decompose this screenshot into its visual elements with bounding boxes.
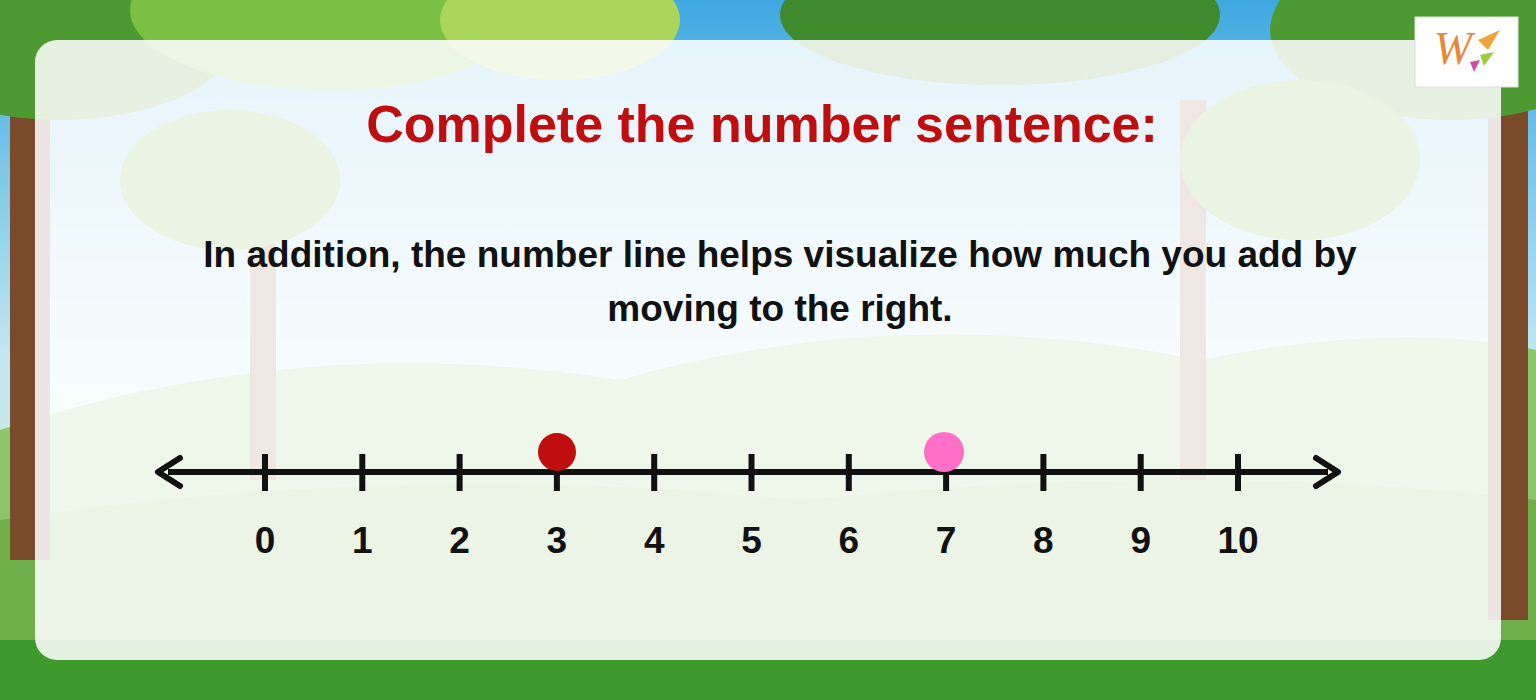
tick-label: 3 bbox=[512, 520, 602, 562]
tick-label: 10 bbox=[1193, 520, 1283, 562]
tick-label: 0 bbox=[220, 520, 310, 562]
title: Complete the number sentence: bbox=[100, 94, 1424, 154]
panel bbox=[35, 40, 1501, 660]
tick-label: 7 bbox=[901, 520, 991, 562]
number-line bbox=[158, 432, 1338, 491]
tick-mark bbox=[1138, 454, 1144, 491]
logo-box bbox=[1415, 17, 1518, 87]
tick-mark bbox=[749, 454, 755, 491]
tick-label: 5 bbox=[707, 520, 797, 562]
start-dot bbox=[538, 433, 576, 471]
tick-mark bbox=[1235, 454, 1241, 491]
tick-mark bbox=[457, 454, 463, 491]
tick-label: 1 bbox=[317, 520, 407, 562]
tick-label: 8 bbox=[998, 520, 1088, 562]
tick-label: 6 bbox=[804, 520, 894, 562]
tick-label: 4 bbox=[609, 520, 699, 562]
tick-label: 2 bbox=[415, 520, 505, 562]
tick-mark bbox=[1040, 454, 1046, 491]
tick-mark bbox=[651, 454, 657, 491]
logo-letter: W bbox=[1418, 22, 1488, 75]
axis-line bbox=[168, 469, 1328, 475]
tick-label: 9 bbox=[1096, 520, 1186, 562]
arrow-right bbox=[1316, 458, 1338, 486]
tick-mark bbox=[359, 454, 365, 491]
instruction-text: In addition, the number line helps visua… bbox=[150, 228, 1410, 336]
tick-mark bbox=[846, 454, 852, 491]
tick-mark bbox=[262, 454, 268, 491]
arrow-left bbox=[158, 458, 180, 486]
end-dot bbox=[924, 432, 964, 472]
